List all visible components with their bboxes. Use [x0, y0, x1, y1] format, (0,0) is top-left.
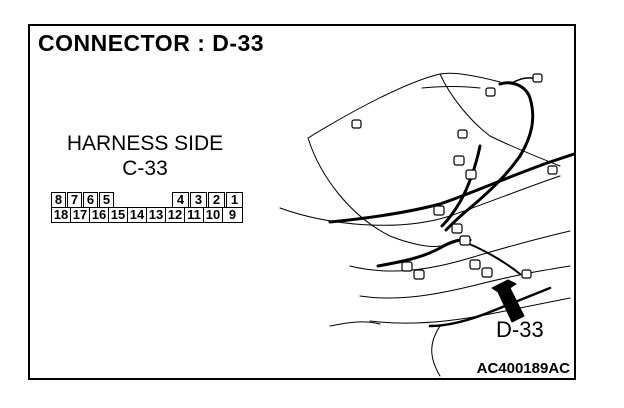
- connector-clip: [465, 169, 477, 180]
- connector-clip: [413, 269, 425, 280]
- a-pillar-inner: [421, 86, 481, 89]
- door-line: [369, 297, 571, 324]
- door-curve: [431, 325, 441, 377]
- harness-connector-code: C-33: [122, 157, 168, 180]
- figure-code: AC400189AC: [476, 360, 570, 377]
- connector-clip: [457, 129, 468, 139]
- connector-clip: [453, 155, 465, 166]
- dashboard-line: [279, 175, 561, 226]
- connector-clip: [469, 259, 481, 270]
- body-line-2: [359, 265, 571, 299]
- sill-line: [329, 321, 381, 327]
- harness-side-label: HARNESS SIDE: [66, 132, 224, 155]
- connector-clip: [481, 267, 493, 278]
- dash-harness: [328, 152, 574, 224]
- pillar-harness: [440, 144, 482, 228]
- floor-harness: [428, 286, 552, 328]
- connector-callout-label: D-33: [496, 317, 544, 342]
- diagram-frame: CONNECTOR : D-33 HARNESS SIDE C-33 8 7 6…: [28, 24, 576, 380]
- connector-clip: [547, 165, 558, 175]
- windshield-outline: [307, 72, 501, 139]
- connector-clip: [451, 223, 463, 234]
- connector-title: CONNECTOR : D-33: [38, 30, 265, 56]
- callout-arrow: [491, 279, 525, 323]
- connector-clip: [351, 119, 362, 129]
- windshield-top-edge: [439, 73, 561, 167]
- connector-clip: [485, 87, 496, 97]
- connector-clip: [459, 235, 471, 246]
- connector-clip: [532, 73, 543, 83]
- vehicle-wiring-illustration: [279, 72, 574, 377]
- body-line-1: [349, 230, 571, 272]
- roof-harness: [444, 81, 535, 232]
- connector-clip: [401, 261, 413, 272]
- connector-clip: [521, 269, 532, 279]
- windshield-lower-edge: [307, 137, 441, 247]
- connector-clip: [433, 205, 445, 216]
- pin-cell: 9: [222, 207, 243, 223]
